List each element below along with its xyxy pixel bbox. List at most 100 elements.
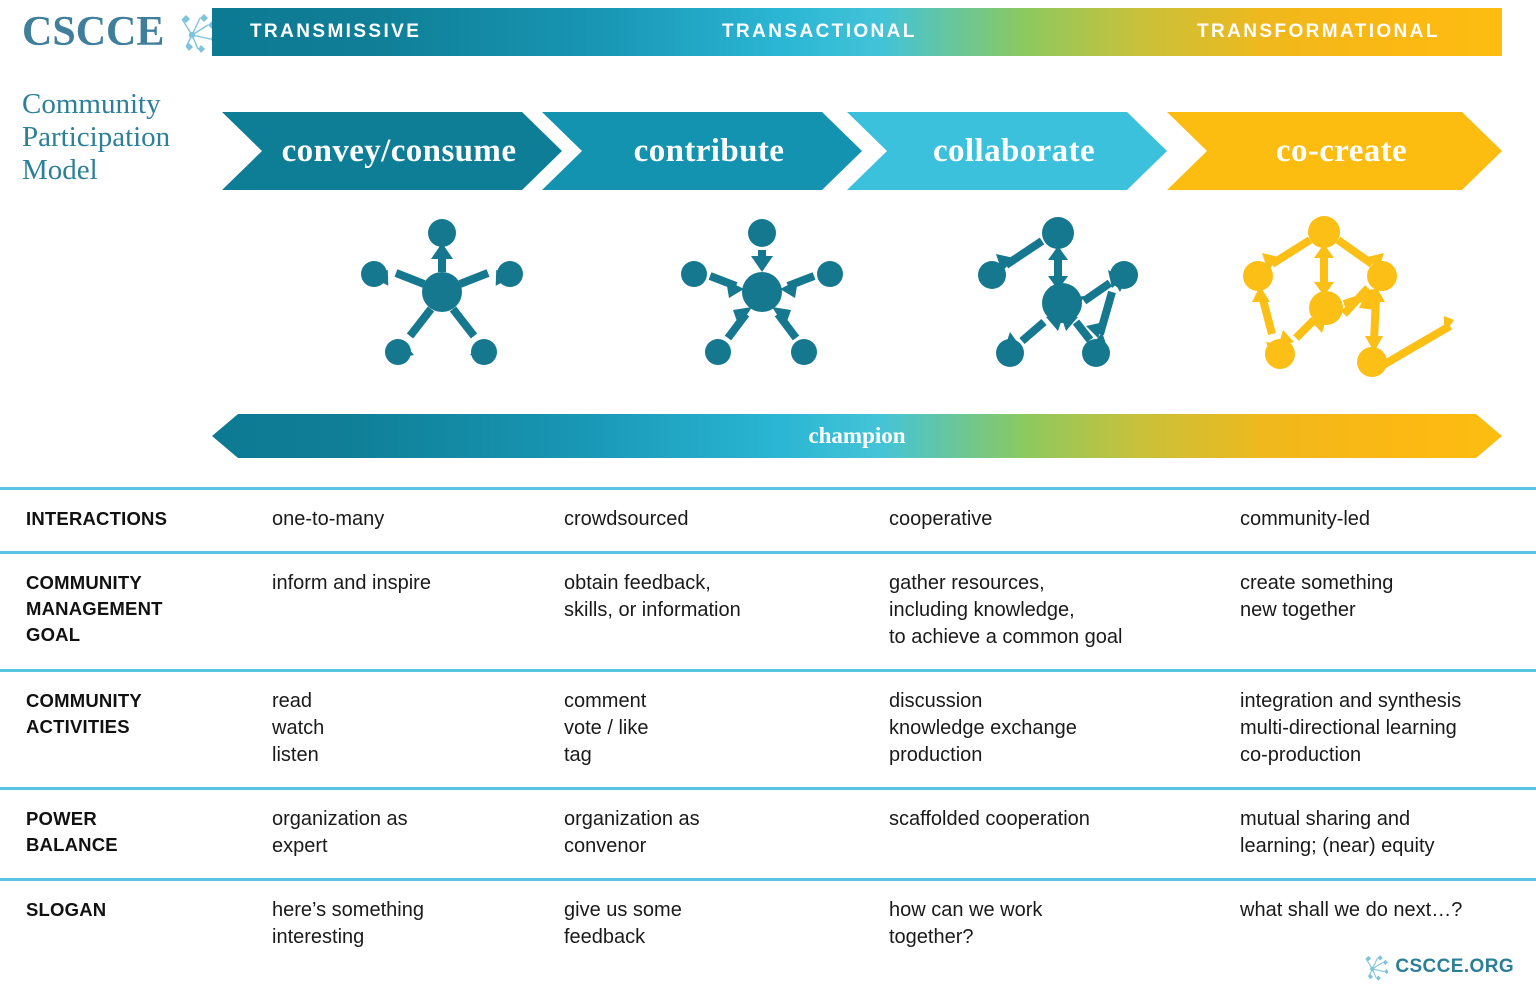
- table-cell-line: create something: [1240, 572, 1394, 594]
- brand-wordmark: CSCCE: [22, 9, 165, 55]
- table-row-inner: COMMUNITY MANAGEMENT GOAL inform and inspir…: [0, 554, 1536, 669]
- table-cell-line: obtain feedback,: [564, 572, 711, 594]
- table-cell-line: co-production: [1240, 744, 1362, 766]
- network-bidirectional-icon: [912, 200, 1212, 390]
- table-cell-line: production: [889, 744, 983, 766]
- spectrum-label-transmissive: TRANSMISSIVE: [250, 21, 422, 42]
- table-cell-line: learning; (near) equity: [1240, 835, 1435, 857]
- champion-label: champion: [808, 423, 906, 448]
- stage-label: contribute: [633, 132, 785, 169]
- table-cell: one-to-many: [272, 506, 384, 533]
- spectrum-gradient-bar: TRANSMISSIVE TRANSACTIONAL TRANSFORMATIO…: [212, 8, 1502, 56]
- network-inward-collect-icon: [612, 200, 912, 390]
- cscce-network-logo-icon: [1365, 955, 1389, 981]
- stage-chevron-collaborate[interactable]: collaborate: [847, 112, 1167, 190]
- brand-logo: CSCCE: [22, 8, 217, 56]
- table-row: SLOGAN here’s something interesting give us…: [0, 878, 1536, 969]
- table-cell: what shall we do next…?: [1240, 897, 1462, 924]
- table-cell: comment vote / like tag: [564, 688, 648, 769]
- row-label: COMMUNITY MANAGEMENT GOAL: [26, 570, 256, 648]
- table-cell: mutual sharing and learning; (near) equit…: [1240, 806, 1435, 860]
- row-label-line: ACTIVITIES: [26, 716, 130, 737]
- row-label-line: SLOGAN: [26, 899, 107, 920]
- page-title-line-2: Participation: [22, 121, 171, 153]
- table-cell-line: expert: [272, 835, 328, 857]
- stage-chevron-contribute[interactable]: contribute: [542, 112, 862, 190]
- table-cell-line: organization as: [564, 808, 700, 830]
- stage-chevron-convey-consume[interactable]: convey/consume: [222, 112, 562, 190]
- table-cell-line: including knowledge,: [889, 599, 1075, 621]
- table-cell-line: together?: [889, 926, 974, 948]
- table-cell-line: interesting: [272, 926, 365, 948]
- table-cell-line: scaffolded cooperation: [889, 808, 1090, 830]
- table-cell-line: comment: [564, 690, 647, 712]
- network-diagram-row: [212, 200, 1502, 390]
- network-multidirectional-open-icon: [1202, 200, 1502, 390]
- stage-label: collaborate: [932, 132, 1096, 169]
- table-cell: scaffolded cooperation: [889, 806, 1090, 833]
- table-cell: how can we work together?: [889, 897, 1042, 951]
- row-label: INTERACTIONS: [26, 506, 256, 532]
- table-cell-line: give us some: [564, 899, 682, 921]
- stage-label: convey/consume: [281, 132, 517, 169]
- table-cell-line: new together: [1240, 599, 1356, 621]
- table-cell: crowdsourced: [564, 506, 689, 533]
- table-cell-line: organization as: [272, 808, 408, 830]
- table-cell-line: discussion: [889, 690, 983, 712]
- table-cell: organization as expert: [272, 806, 408, 860]
- table-cell-line: mutual sharing and: [1240, 808, 1411, 830]
- table-row: COMMUNITY MANAGEMENT GOAL inform and inspir…: [0, 551, 1536, 669]
- table-cell-line: integration and synthesis: [1240, 690, 1462, 712]
- row-label-line: COMMUNITY: [26, 572, 142, 593]
- table-cell-line: feedback: [564, 926, 646, 948]
- table-cell-line: knowledge exchange: [889, 717, 1077, 739]
- table-cell: discussion knowledge exchange production: [889, 688, 1077, 769]
- table-cell-line: inform and inspire: [272, 572, 431, 594]
- spectrum-label-transactional: TRANSACTIONAL: [722, 21, 917, 42]
- row-label-line: GOAL: [26, 624, 81, 645]
- page-title-line-3: Model: [22, 154, 98, 186]
- table-cell: integration and synthesis multi-direction…: [1240, 688, 1461, 769]
- table-row: INTERACTIONS one-to-many crowdsourced coope…: [0, 487, 1536, 551]
- row-label: SLOGAN: [26, 897, 256, 923]
- page-title-line-1: Community: [22, 88, 161, 120]
- table-cell: create something new together: [1240, 570, 1393, 624]
- table-cell-line: what shall we do next…?: [1240, 899, 1463, 921]
- table-cell-line: watch: [272, 717, 325, 739]
- stage-chevron-co-create[interactable]: co-create: [1167, 112, 1502, 190]
- table-row-inner: SLOGAN here’s something interesting give us…: [0, 881, 1536, 969]
- table-cell-line: cooperative: [889, 508, 993, 530]
- table-cell: obtain feedback, skills, or information: [564, 570, 741, 624]
- stage-chevron-row: convey/consume contribute collaborate co…: [212, 112, 1502, 190]
- spectrum-label-transformational: TRANSFORMATIONAL: [1197, 21, 1440, 42]
- row-label-line: MANAGEMENT: [26, 598, 163, 619]
- table-cell-line: vote / like: [564, 717, 649, 739]
- footer-logo[interactable]: CSCCE.ORG: [1358, 952, 1514, 982]
- table-cell-line: one-to-many: [272, 508, 385, 530]
- table-cell: inform and inspire: [272, 570, 431, 597]
- table-cell-line: multi-directional learning: [1240, 717, 1457, 739]
- table-cell-line: convenor: [564, 835, 647, 857]
- table-row-inner: INTERACTIONS one-to-many crowdsourced coope…: [0, 490, 1536, 551]
- table-cell: gather resources, including knowledge, to …: [889, 570, 1122, 651]
- table-cell-line: read: [272, 690, 313, 712]
- table-cell-line: here’s something: [272, 899, 424, 921]
- table-cell-line: to achieve a common goal: [889, 626, 1123, 648]
- page-title: Community Participation Model: [22, 88, 222, 187]
- stage-label: co-create: [1275, 132, 1408, 169]
- table-cell-line: crowdsourced: [564, 508, 689, 530]
- champion-gradient-arrow: champion: [212, 414, 1502, 458]
- table-cell-line: how can we work: [889, 899, 1043, 921]
- footer-logo-text: CSCCE.ORG: [1395, 956, 1514, 977]
- table-cell-line: skills, or information: [564, 599, 741, 621]
- table-cell: give us some feedback: [564, 897, 682, 951]
- network-outward-broadcast-icon: [287, 200, 597, 390]
- table-cell-line: gather resources,: [889, 572, 1045, 594]
- table-cell-line: tag: [564, 744, 592, 766]
